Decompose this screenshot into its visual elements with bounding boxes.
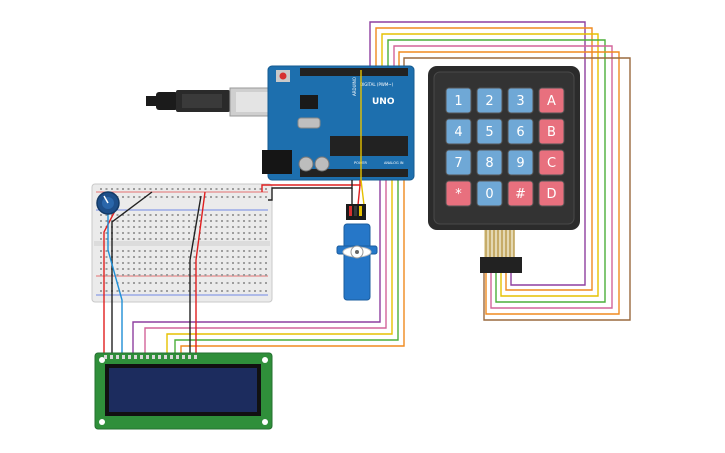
pot-wire-black: [111, 191, 153, 353]
keypad-key-4[interactable]: 4: [445, 118, 472, 145]
keypad-wire-purple: [369, 21, 586, 286]
keypad-wire-orange: [375, 27, 593, 291]
wire-gnd-black: [268, 180, 353, 201]
keypad-key-label: 5: [485, 125, 493, 140]
keypad-wire-orange-2: [398, 51, 620, 315]
lcd-wire-orange: [180, 180, 405, 353]
keypad-key-9[interactable]: 9: [507, 149, 534, 176]
keypad-key-label: #: [515, 187, 526, 202]
breadboard-holes: [100, 188, 267, 292]
arduino-model-label: UNO: [372, 97, 395, 107]
keypad-keys: 1 2 3 A 4 5 6 B 7 8 9 C * 0 # D: [445, 87, 565, 207]
keypad-key-label: 1: [454, 94, 462, 109]
keypad-ribbon: [485, 228, 515, 258]
keypad-key-label: B: [547, 125, 556, 140]
lcd-wire-black: [189, 195, 202, 353]
keypad: 1 2 3 A 4 5 6 B 7 8 9 C * 0 # D: [428, 66, 580, 273]
keypad-wire-brown: [403, 57, 631, 321]
keypad-key-label: 6: [516, 125, 524, 140]
lcd-wire-red: [195, 191, 206, 353]
keypad-key-6[interactable]: 6: [507, 118, 534, 145]
pot-wire-blue: [107, 205, 123, 353]
keypad-key-label: 9: [516, 156, 524, 171]
lcd-wire-pink: [144, 180, 387, 353]
power-wires: [103, 179, 365, 353]
keypad-key-label: A: [547, 94, 556, 109]
keypad-wire-pink: [393, 45, 613, 309]
keypad-key-label: 7: [454, 156, 462, 171]
keypad-key-label: C: [547, 156, 556, 171]
keypad-key-label: 4: [454, 125, 462, 140]
keypad-key-a[interactable]: A: [538, 87, 565, 114]
keypad-key-b[interactable]: B: [538, 118, 565, 145]
potentiometer-icon: [96, 191, 120, 215]
keypad-key-5[interactable]: 5: [476, 118, 503, 145]
arduino-analog-label: ANALOG IN: [384, 161, 404, 165]
keypad-key-3[interactable]: 3: [507, 87, 534, 114]
keypad-key-star[interactable]: *: [445, 180, 472, 207]
arduino-brand-label: ARDUINO: [352, 77, 357, 96]
servo-motor-icon: [336, 204, 378, 301]
lcd-wire-yellow: [166, 180, 393, 353]
wire-5v-red: [261, 180, 361, 192]
usb-cable-icon: [146, 87, 283, 117]
pot-wire-red: [103, 204, 119, 353]
keypad-key-8[interactable]: 8: [476, 149, 503, 176]
lcd-module: [94, 352, 273, 430]
keypad-key-d[interactable]: D: [538, 180, 565, 207]
keypad-key-label: *: [455, 187, 462, 202]
keypad-key-label: 0: [485, 187, 493, 202]
keypad-key-2[interactable]: 2: [476, 87, 503, 114]
arduino-digital-label: DIGITAL (PWM~): [360, 82, 394, 87]
keypad-key-label: 3: [516, 94, 524, 109]
keypad-key-label: 8: [485, 156, 493, 171]
keypad-key-0[interactable]: 0: [476, 180, 503, 207]
keypad-key-hash[interactable]: #: [507, 180, 534, 207]
servo-wire-red: [357, 184, 361, 206]
arduino-uno: UNO ARDUINO DIGITAL (PWM~) POWER ANALOG …: [146, 65, 415, 181]
keypad-key-7[interactable]: 7: [445, 149, 472, 176]
keypad-key-label: D: [546, 187, 556, 202]
keypad-key-1[interactable]: 1: [445, 87, 472, 114]
lcd-screen: [109, 368, 257, 412]
keypad-key-label: 2: [485, 94, 493, 109]
keypad-wires: [369, 21, 631, 321]
lcd-pins: [104, 355, 197, 359]
lcd-wires: [132, 180, 405, 353]
keypad-wire-green: [387, 39, 606, 303]
lcd-wire-purple: [132, 180, 381, 353]
keypad-wire-yellow: [381, 33, 599, 297]
lcd-wire-green: [174, 180, 399, 353]
servo-wire-yellow: [360, 179, 365, 206]
keypad-key-c[interactable]: C: [538, 149, 565, 176]
breadboard: [91, 183, 273, 303]
